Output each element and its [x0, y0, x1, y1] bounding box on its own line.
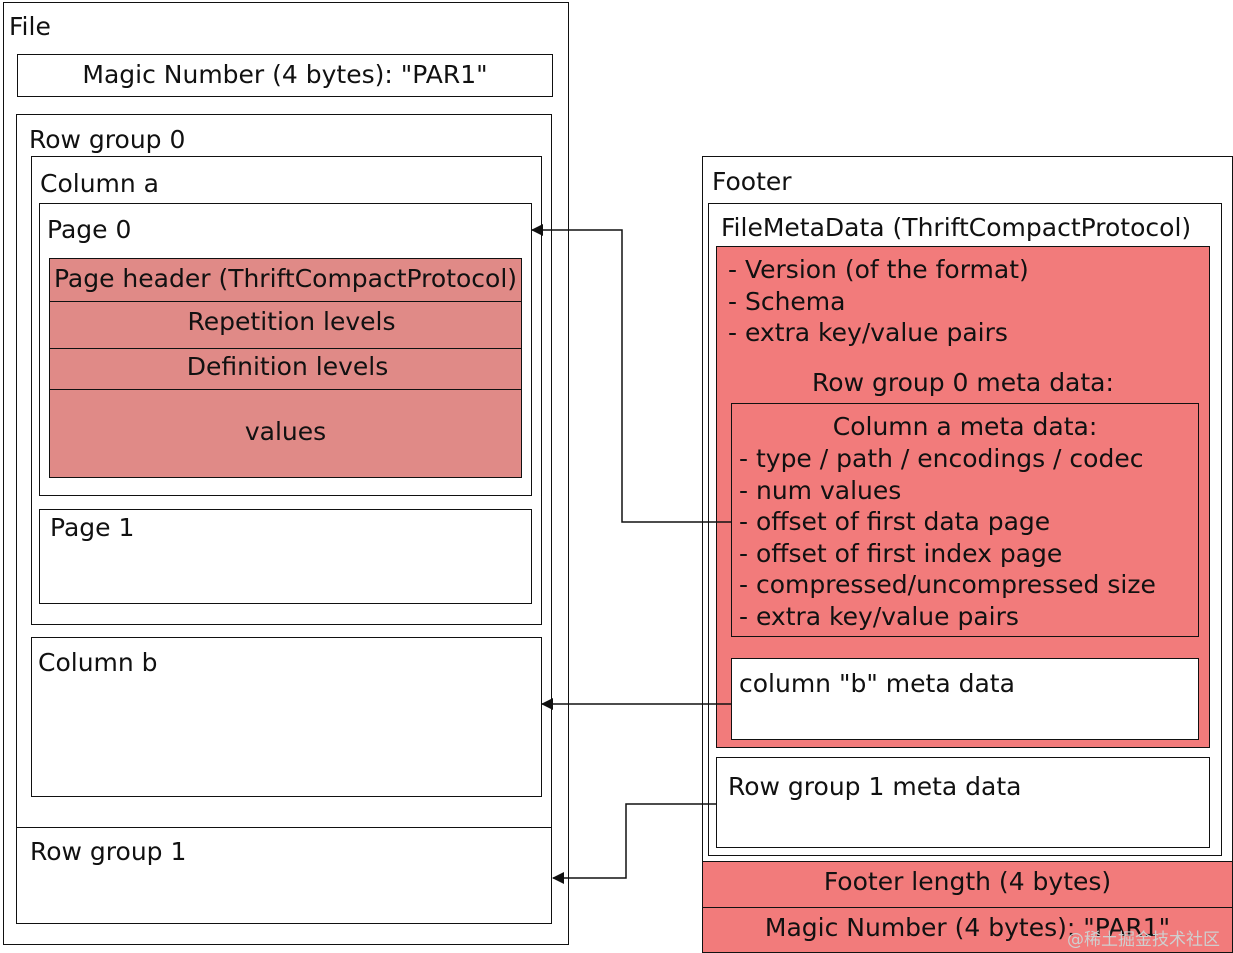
column-a-meta-item: - offset of first data page [739, 507, 1051, 536]
row-group-1-title: Row group 1 [30, 837, 187, 866]
column-b [31, 637, 542, 797]
page-0-title: Page 0 [47, 215, 132, 244]
footer-length-label: Footer length (4 bytes) [823, 867, 1112, 896]
repetition-levels-label: Repetition levels [187, 307, 396, 336]
file-metadata-items: - Version (of the format) - Schema - ext… [728, 254, 1029, 349]
column-a-meta-item: - compressed/uncompressed size [739, 570, 1156, 599]
file-metadata-item: - extra key/value pairs [728, 318, 1008, 347]
values-block [49, 389, 522, 478]
values-label: values [244, 417, 327, 446]
definition-levels-label: Definition levels [186, 352, 389, 381]
page-header [49, 258, 522, 302]
watermark: @稀土掘金技术社区 [1067, 930, 1220, 950]
file-title: File [9, 12, 51, 41]
arrow-offset-to-page-0 [531, 224, 731, 523]
page-1-title: Page 1 [50, 513, 135, 542]
file-metadata-item: - Version (of the format) [728, 255, 1029, 284]
column-a-meta-title: Column a meta data: [832, 412, 1098, 441]
file-metadata-title: FileMetaData (ThriftCompactProtocol) [721, 213, 1192, 242]
footer-length [702, 861, 1233, 908]
page-1 [39, 509, 532, 604]
column-a-meta-item: - type / path / encodings / codec [739, 444, 1144, 473]
row-group-0-meta-title: Row group 0 meta data: [812, 368, 1114, 397]
row-group-1-meta [716, 757, 1210, 848]
row-group-1-meta-label: Row group 1 meta data [728, 772, 1022, 801]
row-group-1 [16, 827, 552, 924]
column-a-meta-item: - offset of first index page [739, 538, 1063, 568]
column-a-meta-item: - extra key/value pairs [739, 601, 1019, 631]
column-a-title: Column a [40, 169, 160, 198]
column-b-meta-label: column "b" meta data [739, 669, 1015, 698]
column-a-meta [731, 403, 1199, 637]
footer-magic-number [702, 907, 1233, 953]
file-magic-number-label: Magic Number (4 bytes): "PAR1" [82, 60, 488, 89]
column-b-meta [731, 658, 1199, 740]
row-group-0-title: Row group 0 [29, 125, 186, 154]
file-metadata-item: - Schema [728, 286, 846, 316]
definition-levels [49, 348, 522, 390]
column-a-meta-item: - num values [739, 475, 902, 505]
footer-title: Footer [712, 167, 792, 196]
column-b-title: Column b [38, 648, 158, 677]
page-header-label: Page header (ThriftCompactProtocol) [53, 264, 518, 293]
footer-magic-number-label: Magic Number (4 bytes): "PAR1" [764, 913, 1171, 942]
arrow-row-group-1-meta-to-row-group-1 [552, 803, 716, 884]
file-magic-number [17, 54, 553, 97]
column-a-meta-items: - type / path / encodings / codec - num … [739, 443, 1156, 632]
